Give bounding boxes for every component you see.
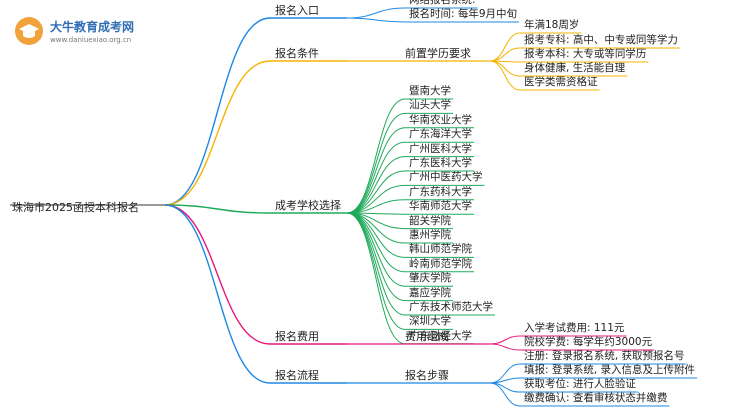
branch-label-fees: 报名费用 [275,330,319,343]
branch-edge-fees [164,204,271,345]
leaf-label-schools: 广东医科大学 [409,157,472,169]
leaf-edge-fees [489,335,521,345]
leaf-edge-schools [346,212,406,345]
mid-label-conditions: 前置学历要求 [405,47,471,60]
leaf-label-conditions: 年满18周岁 [524,19,580,31]
leaf-edge-schools [346,212,406,302]
leaf-label-schools: 广东海洋大学 [409,128,472,141]
leaf-edge-entry [346,7,406,19]
leaf-label-schools: 肇庆学院 [409,272,451,285]
leaf-label-schools: 暨南大学 [409,85,451,97]
leaf-label-schools: 广州中医药大学 [409,171,483,184]
leaf-label-schools: 汕头大学 [409,99,451,112]
leaf-edge-conditions [489,60,521,91]
branch-edge-entry [164,17,271,206]
leaf-edge-process [489,382,521,407]
leaf-label-conditions: 医学类需资格证 [524,76,598,88]
leaf-edge-schools [346,127,406,214]
leaf-label-schools: 岭南师范学院 [409,257,472,270]
mid-label-process: 报名步骤 [405,369,449,382]
leaf-label-schools: 韩山师范学院 [409,243,472,256]
leaf-label-process: 缴费确认: 查看审核状态并缴费 [524,392,668,404]
leaf-label-schools: 广东技术师范大学 [409,301,493,313]
branch-edge-process [164,204,271,384]
leaf-label-schools: 嘉应学院 [409,286,451,299]
leaf-label-schools: 广东药科大学 [409,185,472,198]
leaf-edge-process [489,382,521,393]
leaf-label-entry: 报名时间: 每年9月中旬 [409,8,518,20]
leaf-label-schools: 广东财经大学 [409,329,472,342]
branch-edge-conditions [164,60,271,206]
leaf-label-schools: 惠州学院 [409,229,451,241]
leaf-edge-conditions [489,47,521,62]
leaf-label-schools: 深圳大学 [409,315,451,328]
branch-label-process: 报名流程 [275,369,319,382]
leaf-label-process: 注册: 登录报名系统, 获取预报名号 [524,350,685,362]
graduation-cap-icon [15,17,43,45]
leaf-label-schools: 广州医科大学 [409,142,472,155]
leaf-label-conditions: 报考专科: 高中、中专或同等学力 [524,34,678,46]
leaf-edge-schools [346,141,406,214]
logo-url: www.daniuexiao.org.cn [50,36,132,44]
leaf-edge-schools [346,112,406,214]
leaf-edge-entry [346,17,406,23]
leaf-label-fees: 院校学费: 每学年约3000元 [524,336,653,348]
leaf-edge-fees [489,343,521,351]
leaf-edge-schools [346,98,406,214]
leaf-label-conditions: 身体健康, 生活能自理 [524,62,626,74]
branch-edge-schools [164,204,271,214]
root-node-label: 珠海市2025函授本科报名 [12,201,139,214]
leaf-edge-schools [346,212,406,287]
leaf-label-fees: 入学考试费用: 111元 [524,322,625,334]
branch-label-conditions: 报名条件 [275,47,319,60]
leaf-label-process: 填报: 登录系统, 录入信息及上传附件 [524,364,696,376]
logo-title: 大牛教育成考网 [50,20,135,34]
leaf-edge-conditions [489,32,521,62]
branch-label-entry: 报名入口 [275,4,319,17]
leaf-label-schools: 韶关学院 [409,214,451,227]
leaf-label-schools: 华南师范大学 [409,200,472,213]
leaf-label-schools: 华南农业大学 [409,113,472,126]
mid-label-fees: 费用组成 [405,330,449,343]
leaf-label-conditions: 报考本科: 大专或等同学历 [524,48,647,60]
leaf-label-entry: 网络报名系统: [409,0,476,6]
leaf-edge-conditions [489,60,521,77]
branch-label-schools: 成考学校选择 [275,199,341,212]
leaf-edge-schools [346,156,406,214]
site-logo[interactable]: 大牛教育成考网 www.daniuexiao.org.cn [14,14,154,50]
leaf-label-process: 获取考位: 进行人脸验证 [524,378,636,390]
